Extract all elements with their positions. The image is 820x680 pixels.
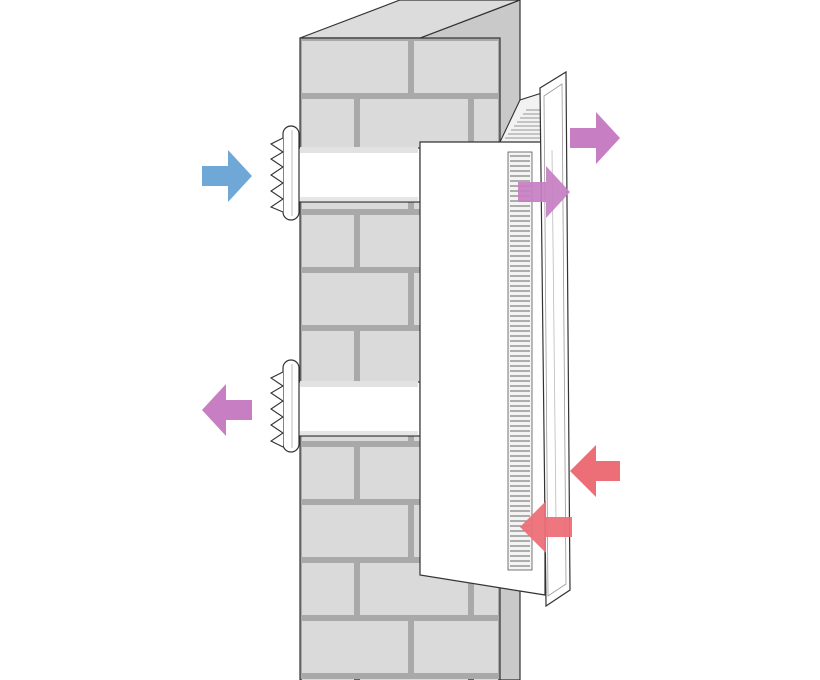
- ventilation-unit: [419, 70, 571, 608]
- fresh-air-hood: [269, 125, 300, 221]
- fresh-air-in-arrow: [202, 150, 252, 202]
- brick: [302, 621, 408, 673]
- room-air-in-grille-arrow: [520, 501, 572, 553]
- brick: [302, 41, 408, 93]
- brick: [302, 273, 408, 325]
- supply-air-out-top-arrow: [570, 112, 620, 164]
- exhaust-hood: [269, 359, 300, 453]
- exhaust-out-arrow: [202, 384, 252, 436]
- brick: [302, 447, 354, 499]
- brick: [302, 99, 354, 151]
- brick: [302, 331, 354, 383]
- brick: [302, 215, 354, 267]
- brick: [302, 505, 408, 557]
- exhaust-duct: [295, 381, 421, 437]
- brick: [302, 563, 354, 615]
- room-air-in-front-arrow: [570, 445, 620, 497]
- supply-air-out-grille-arrow: [518, 166, 570, 218]
- brick: [414, 621, 498, 673]
- fresh-air-duct: [295, 147, 421, 203]
- brick: [414, 41, 498, 93]
- airflow-arrows: [202, 112, 620, 553]
